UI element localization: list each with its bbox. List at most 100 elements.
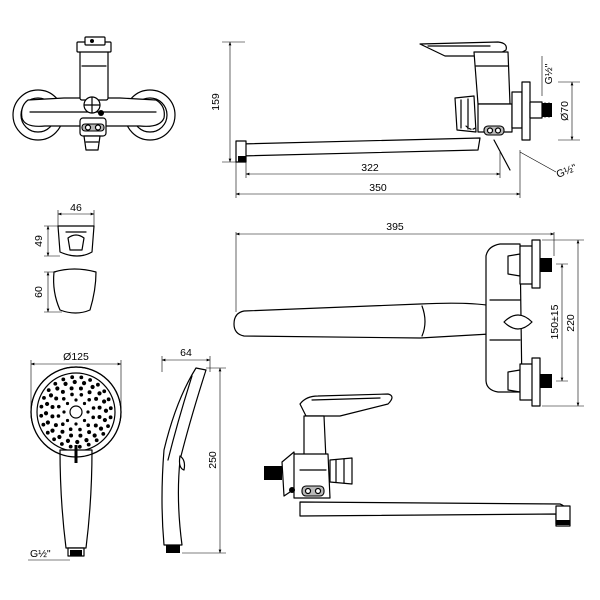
- dim-220: 220: [565, 314, 577, 332]
- nozzle-dot: [53, 381, 58, 386]
- nozzle-dot: [87, 390, 92, 395]
- nozzle-dot: [108, 415, 113, 420]
- dim-159: 159: [210, 93, 222, 111]
- nozzle-dot: [91, 406, 96, 410]
- nozzle-dot: [102, 399, 107, 404]
- nozzle-dot: [108, 406, 113, 411]
- holder-cap: [53, 268, 97, 314]
- nozzle-dot: [42, 396, 46, 400]
- nozzle-dot: [74, 422, 78, 426]
- mixer-side-view: [235, 41, 552, 171]
- nozzle-dot: [50, 414, 55, 419]
- nozzle-dot: [102, 417, 107, 423]
- nozzle-dot: [43, 411, 49, 416]
- dimension-lines: [28, 41, 584, 561]
- nozzle-dot: [62, 410, 66, 414]
- hand-shower-side: [161, 367, 207, 553]
- nozzle-dot: [60, 389, 65, 394]
- nozzle-dot: [70, 375, 75, 380]
- dim-46: 46: [70, 202, 82, 214]
- nozzle-dot: [81, 381, 87, 386]
- nozzle-dot: [70, 392, 74, 397]
- dim-395: 395: [386, 221, 404, 233]
- nozzle-dot: [90, 384, 95, 390]
- dim-322: 322: [361, 162, 379, 174]
- nozzle-dot: [92, 433, 97, 438]
- nozzle-dot: [78, 433, 83, 438]
- nozzle-dot: [65, 438, 71, 443]
- nozzle-dot: [88, 378, 92, 382]
- nozzle-dot: [69, 433, 74, 438]
- dimension-labels: 159 G½" Ø70 322 350 G½" 46 49 60 395 150…: [30, 63, 579, 560]
- dim-thread-top: G½": [543, 63, 555, 84]
- nozzle-dot: [45, 420, 50, 425]
- mixer-front-view: [12, 36, 176, 151]
- nozzle-dot: [68, 427, 73, 432]
- dim-350: 350: [369, 182, 387, 194]
- dim-60: 60: [33, 286, 45, 298]
- shower-holder: [57, 225, 95, 257]
- nozzle-dot: [97, 414, 102, 419]
- dim-49: 49: [33, 235, 45, 247]
- nozzle-dot: [96, 382, 100, 387]
- nozzle-dot: [54, 396, 59, 401]
- nozzle-dot: [39, 413, 44, 418]
- nozzle-dot: [86, 410, 90, 414]
- mixer-installed-view: [264, 393, 571, 527]
- nozzle-dot: [68, 444, 73, 449]
- nozzle-dot: [60, 442, 64, 446]
- mixer-top-view: [233, 239, 552, 407]
- nozzle-dot: [69, 386, 74, 391]
- dim-diam-125: Ø125: [63, 351, 89, 363]
- dim-thread-head: G½": [30, 548, 51, 560]
- nozzle-dot: [65, 401, 70, 406]
- nozzle-dot: [82, 401, 87, 406]
- nozzle-dot: [87, 397, 91, 402]
- dim-250: 250: [207, 451, 219, 469]
- nozzle-dot: [94, 396, 99, 401]
- nozzle-dot: [87, 430, 92, 435]
- dim-thread-side: G½": [555, 162, 579, 181]
- nozzle-dot: [56, 414, 61, 418]
- nozzle-dot: [94, 438, 99, 443]
- nozzle-dot: [97, 405, 102, 410]
- nozzle-dot: [106, 397, 111, 402]
- nozzle-dot: [45, 430, 50, 435]
- nozzle-dot: [75, 439, 80, 445]
- nozzle-dot: [61, 377, 66, 382]
- nozzle-dot: [50, 428, 55, 433]
- hand-shower-front: [30, 366, 122, 557]
- nozzle-dot: [57, 404, 61, 409]
- nozzle-dot: [91, 415, 95, 420]
- nozzle-dot: [63, 381, 68, 386]
- nozzle-dot: [78, 386, 83, 391]
- nozzle-dot: [45, 401, 50, 407]
- nozzle-dot: [57, 434, 62, 440]
- nozzle-dot: [46, 388, 51, 392]
- nozzle-dot: [101, 432, 106, 436]
- nozzle-dot: [79, 375, 84, 380]
- nozzle-dot: [50, 405, 55, 410]
- nozzle-dot: [93, 423, 98, 428]
- nozzle-dot: [78, 427, 82, 432]
- nozzle-dot: [39, 404, 44, 409]
- nozzle-dot: [65, 418, 70, 423]
- nozzle-dot: [72, 379, 77, 385]
- nozzle-dot: [97, 391, 102, 396]
- nozzle-dot: [48, 393, 54, 398]
- nozzle-dot: [102, 389, 107, 394]
- nozzle-dot: [60, 429, 65, 434]
- nozzle-dot: [86, 423, 91, 428]
- nozzle-dot: [86, 442, 91, 447]
- nozzle-dot: [98, 426, 104, 431]
- spray-nozzles: [39, 375, 113, 449]
- nozzle-dot: [74, 398, 78, 402]
- nozzle-dot: [77, 444, 82, 449]
- nozzle-dot: [53, 423, 58, 428]
- nozzle-dot: [41, 422, 46, 427]
- nozzle-dot: [84, 438, 89, 443]
- dim-64: 64: [180, 347, 192, 359]
- dim-diam-70: Ø70: [559, 101, 571, 121]
- nozzle-dot: [79, 393, 84, 397]
